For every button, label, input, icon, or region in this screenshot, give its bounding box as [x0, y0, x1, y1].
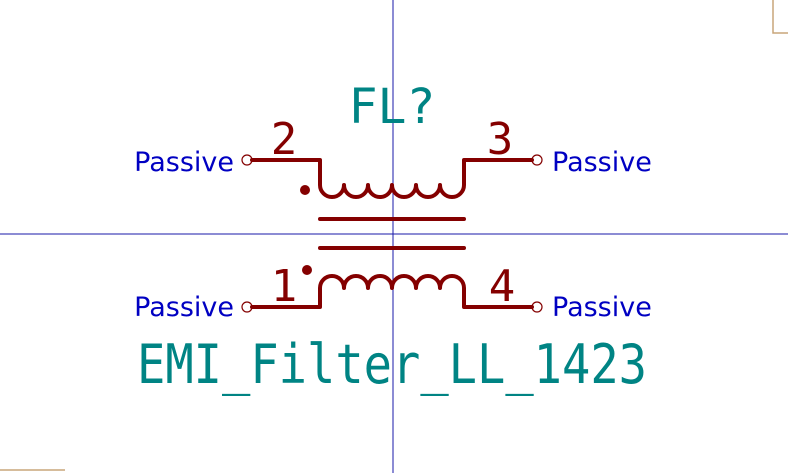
upper-winding: [250, 158, 534, 199]
polarity-dot-lower: [302, 265, 312, 275]
sheet-corner-top-right: [772, 0, 788, 34]
pin-1-endpoint[interactable]: [241, 301, 253, 313]
pin-3-type-label: Passive: [552, 147, 652, 178]
lower-winding: [250, 274, 534, 309]
pin-number-2: 2: [271, 114, 298, 165]
pin-4-endpoint[interactable]: [531, 301, 543, 313]
pin-3-endpoint[interactable]: [531, 154, 543, 166]
pin-1-type-label: Passive: [134, 292, 234, 323]
symbol-value[interactable]: EMI_Filter_LL_1423: [137, 333, 647, 396]
pin-number-3: 3: [487, 114, 514, 165]
common-mode-choke-symbol[interactable]: [250, 158, 534, 309]
polarity-dot-upper: [300, 185, 310, 195]
pin-2-type-label: Passive: [134, 147, 234, 178]
pin-number-4: 4: [489, 261, 516, 312]
pin-2-endpoint[interactable]: [241, 154, 253, 166]
pin-number-1: 1: [271, 261, 298, 312]
pin-4-type-label: Passive: [552, 292, 652, 323]
reference-designator[interactable]: FL?: [349, 79, 436, 135]
